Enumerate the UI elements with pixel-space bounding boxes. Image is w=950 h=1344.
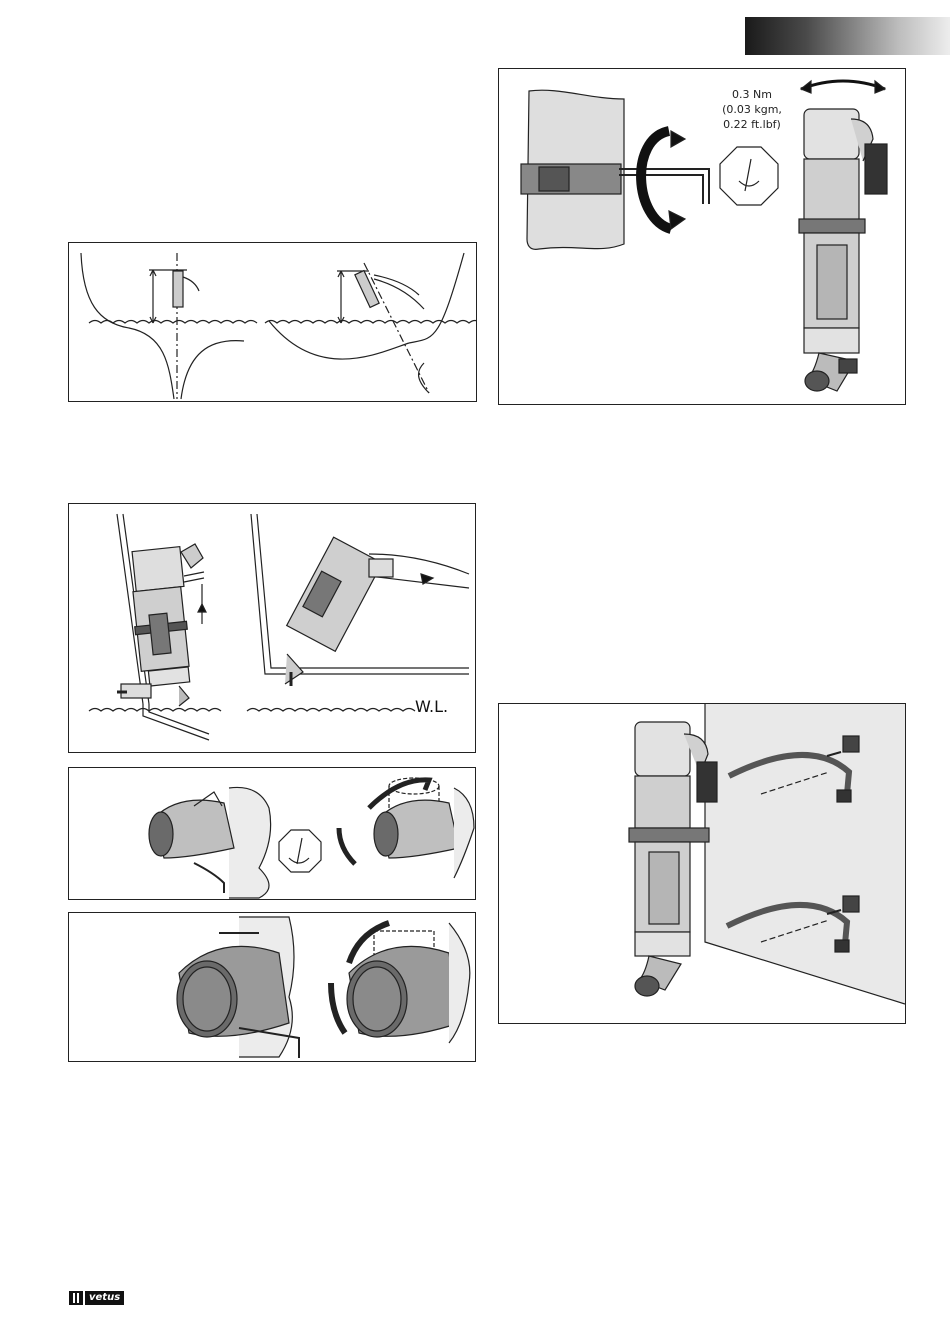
- wall-mounting-straps-drawing: [499, 704, 905, 1023]
- figure-torque-tightening: [498, 68, 906, 405]
- torque-value-ftlbf: 0.22 ft.lbf): [718, 117, 786, 132]
- rotate-elbow-clamp-drawing: [69, 768, 475, 899]
- rotate-large-elbow-drawing: [69, 913, 475, 1061]
- figure-rotate-large-elbow: [68, 912, 476, 1062]
- torque-tightening-drawing: [499, 69, 905, 404]
- figure-rotate-elbow-clamp: [68, 767, 476, 900]
- vetus-mark-icon: [69, 1291, 83, 1305]
- vetus-logo-word: vetus: [85, 1291, 124, 1305]
- torque-value-kgm: (0.03 kgm,: [718, 102, 786, 117]
- section-tab-bar: [745, 17, 950, 55]
- figure-hull-waterline: [68, 242, 477, 402]
- figure-wall-mounting-straps: [498, 703, 906, 1024]
- torque-value-nm: 0.3 Nm: [718, 87, 786, 102]
- hull-waterline-drawing: [69, 243, 476, 401]
- waterline-label: W.L.: [415, 697, 448, 716]
- torque-spec-label: 0.3 Nm (0.03 kgm, 0.22 ft.lbf): [718, 87, 786, 132]
- vetus-logo: vetus: [69, 1291, 124, 1305]
